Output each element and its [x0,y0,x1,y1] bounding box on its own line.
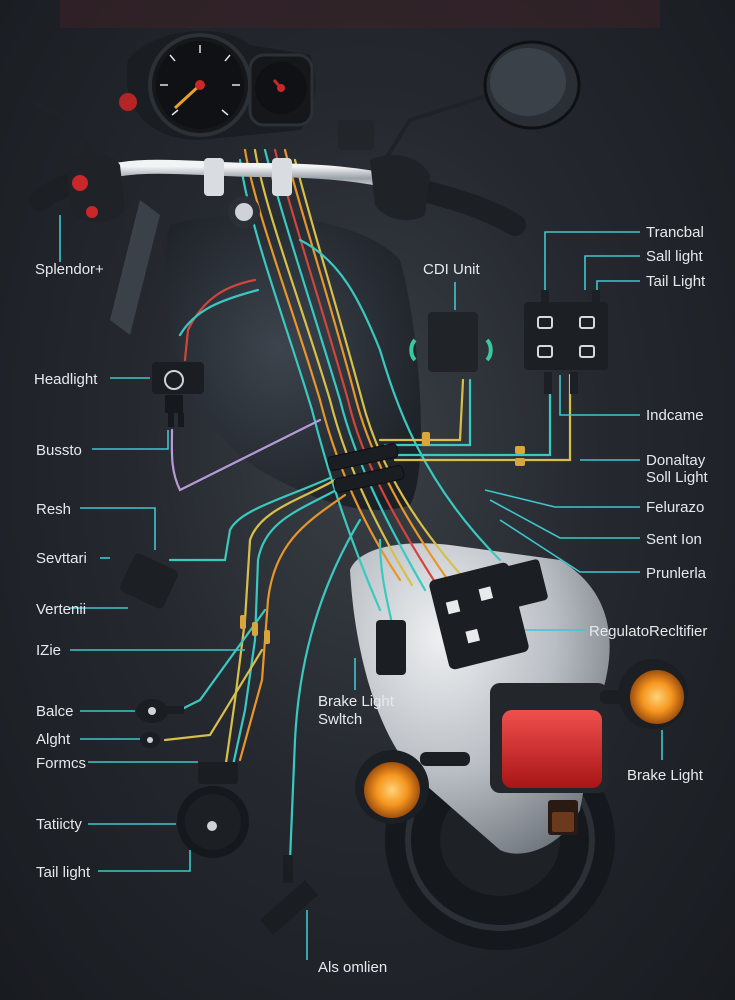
label-tail-light-left: Tail light [36,864,91,881]
regulator-rectifier [429,559,548,670]
label-indcame: Indcame [646,407,704,424]
mirror [383,40,581,162]
label-formcs: Formcs [36,755,86,772]
top-band [60,0,660,28]
label-als-omlien: Als omlien [318,959,387,976]
left-components [120,553,318,935]
cdi-unit [409,312,493,372]
front-fork [110,200,160,335]
label-balce: Balce [36,703,74,720]
label-brake-light: Brake Light [627,767,704,784]
relay-box [524,290,608,394]
label-splendor: Splendor+ [35,261,104,278]
label-cdi-unit: CDI Unit [423,261,481,278]
label-sall-light: Sall light [646,248,704,265]
label-tatiicty: Tatiicty [36,816,82,833]
label-donaltay: Donaltay [646,452,706,469]
fuel-tank [164,215,421,511]
label-brake-light-switch-2: Swltch [318,711,362,728]
wire-harness [163,148,572,862]
label-alght: Alght [36,731,71,748]
harness-clamps [327,443,405,493]
label-resh: Resh [36,501,71,518]
label-bussto: Bussto [36,442,82,459]
label-regulator-rectifier: RegulatoRecltifier [589,623,707,640]
leader-lines [59,215,663,960]
connector-sleeves [240,432,525,644]
label-sent-ion: Sent Ion [646,531,702,548]
label-soll-light: Soll Light [646,469,709,486]
headlight-connector [152,362,204,427]
labels: Splendor+ Headlight Bussto Resh Sevttari… [34,224,709,976]
label-tail-light-right: Tail Light [646,273,706,290]
label-felurazo: Felurazo [646,499,704,516]
label-sevttari: Sevttari [36,550,87,567]
brake-switch-connector [376,620,406,675]
label-prunlerla: Prunlerla [646,565,707,582]
label-headlight: Headlight [34,371,98,388]
label-brake-light-switch-1: Brake Light [318,693,395,710]
label-trancbal: Trancbal [646,224,704,241]
label-vertenii: Vertenii [36,601,86,618]
speedometer-cluster [119,30,316,141]
label-izie: IZie [36,642,61,659]
handlebar [29,102,526,236]
tail-lamp-assembly [355,659,688,835]
